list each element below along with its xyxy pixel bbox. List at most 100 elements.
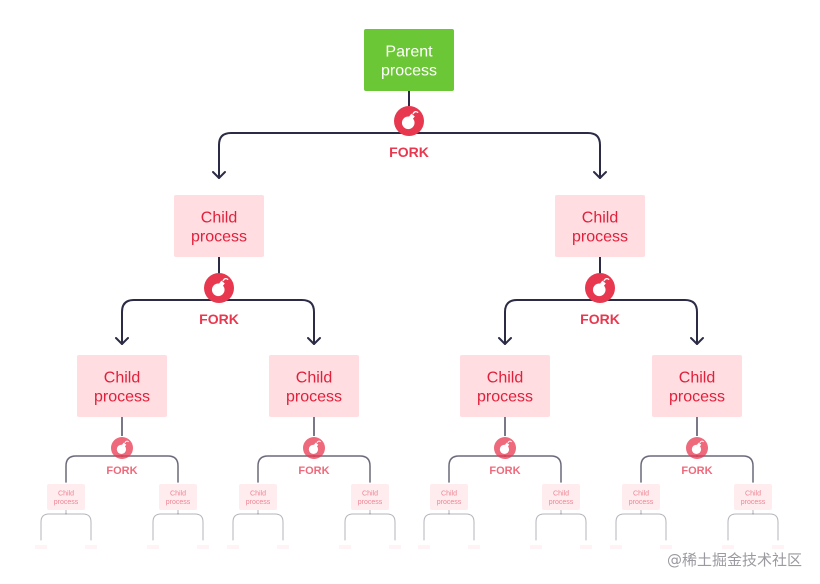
branch-right-l3 (257, 513, 284, 541)
branch-left-l3 (615, 513, 642, 541)
parent-node-box (364, 29, 454, 91)
child-process-node-l4-hint (339, 545, 351, 549)
node-label-line1: Child (745, 490, 761, 497)
fork-label: FORK (298, 465, 329, 477)
child-process-node-l4-hint (389, 545, 401, 549)
child-process-node-l1: Child process (555, 195, 645, 257)
branch-left-l3 (423, 513, 450, 541)
child-node-box (734, 484, 772, 510)
fork-label: FORK (199, 311, 239, 327)
branch-right-l3 (640, 513, 667, 541)
node-label-line1: Child (362, 490, 378, 497)
bomb-icon (691, 440, 704, 454)
child-node-box (269, 355, 359, 417)
child-process-node-l4-hint (722, 545, 734, 549)
branch-left-l3 (727, 513, 754, 541)
branch-left-l2 (257, 455, 315, 483)
child-node-box (622, 484, 660, 510)
branch-left-l3 (232, 513, 259, 541)
branch-right-l3 (448, 513, 475, 541)
node-label-line2: process (741, 499, 766, 506)
node-label-line1: Child (487, 369, 523, 386)
child-node-box (430, 484, 468, 510)
branch-left-l3 (344, 513, 371, 541)
child-process-node-l4-hint (35, 545, 47, 549)
bomb-icon (401, 110, 419, 130)
node-label-line1: Child (633, 490, 649, 497)
node-label-line2: process (286, 389, 342, 406)
bomb-icon (116, 440, 129, 454)
fork-label: FORK (106, 465, 137, 477)
branch-left-l3 (40, 513, 67, 541)
child-process-node-l2: Child process (77, 355, 167, 417)
branch-right-l3 (560, 513, 587, 541)
arrowhead (212, 171, 226, 179)
child-process-node-l4-hint (227, 545, 239, 549)
branch-left-l3 (535, 513, 562, 541)
branch-right-l2 (696, 455, 754, 483)
child-node-box (652, 355, 742, 417)
fork-node: FORK (298, 437, 330, 477)
arrowhead (115, 337, 129, 345)
child-node-box (351, 484, 389, 510)
fork-label: FORK (489, 465, 520, 477)
node-label-line2: process (94, 389, 150, 406)
branch-right-l1 (599, 299, 704, 345)
node-label-line2: process (549, 499, 574, 506)
branch-left-l3 (152, 513, 179, 541)
child-process-node-l3: Child process (734, 484, 772, 510)
child-process-node-l4-hint (772, 545, 784, 549)
bomb-icon (211, 277, 229, 297)
node-label-line2: process (572, 229, 628, 246)
child-node-box (542, 484, 580, 510)
fork-node: FORK (389, 106, 429, 160)
branch-right-l2 (504, 455, 562, 483)
child-node-box (47, 484, 85, 510)
arrowhead (690, 337, 704, 345)
node-label-line1: Child (441, 490, 457, 497)
fork-label: FORK (580, 311, 620, 327)
child-process-node-l4-hint (530, 545, 542, 549)
node-label-line1: Child (582, 209, 618, 226)
branch-left-l2 (65, 455, 123, 483)
node-label-line1: Parent (385, 43, 433, 60)
branch-right-l3 (369, 513, 396, 541)
node-label-line2: process (191, 229, 247, 246)
arrowhead (307, 337, 321, 345)
branch-right-l2 (121, 455, 179, 483)
branch-left-l2 (640, 455, 698, 483)
node-label-line2: process (629, 499, 654, 506)
node-label-line1: Child (250, 490, 266, 497)
branch-left-l1 (498, 299, 601, 345)
node-label-line1: Child (58, 490, 74, 497)
child-process-node-l3: Child process (239, 484, 277, 510)
fork-node: FORK (489, 437, 521, 477)
child-node-box (555, 195, 645, 257)
branch-right-l2 (313, 455, 371, 483)
node-label-line2: process (246, 499, 271, 506)
child-process-node-l3: Child process (622, 484, 660, 510)
child-node-box (239, 484, 277, 510)
node-label-line1: Child (170, 490, 186, 497)
branch-right-l3 (65, 513, 92, 541)
child-process-node-l4-hint (468, 545, 480, 549)
node-label-line1: Child (104, 369, 140, 386)
arrowhead (498, 337, 512, 345)
connectors-layer (40, 91, 779, 541)
child-node-box (174, 195, 264, 257)
bomb-icon (499, 440, 512, 454)
bomb-icon (308, 440, 321, 454)
child-process-node-l4-hint (610, 545, 622, 549)
node-label-line2: process (669, 389, 725, 406)
child-process-node-l4-hint (418, 545, 430, 549)
fork-node: FORK (580, 273, 620, 327)
node-label-line1: Child (553, 490, 569, 497)
branch-left-l0 (212, 132, 410, 179)
